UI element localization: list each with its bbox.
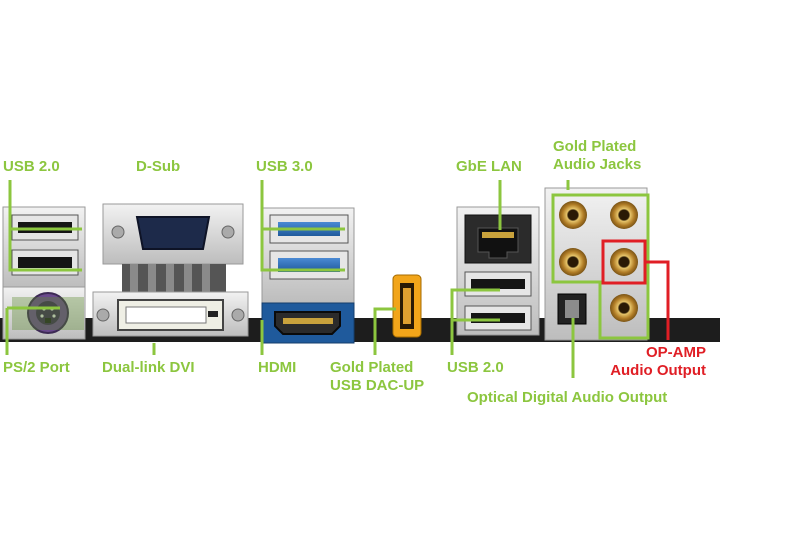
label-op-amp-output: OP-AMP Audio Output — [594, 344, 706, 380]
label-usb-dac-up-line2: USB DAC-UP — [330, 377, 425, 394]
label-usb-dac-up: Gold Plated USB DAC-UP — [330, 359, 424, 395]
ps2-port-icon — [2, 286, 86, 340]
label-usb20-left: USB 2.0 — [3, 158, 60, 175]
callout-lines — [5, 180, 650, 378]
label-hdmi: HDMI — [258, 359, 297, 376]
label-op-amp-line2: Audio Output — [610, 362, 706, 379]
label-ps2-port: PS/2 Port — [3, 359, 70, 376]
usb-port-icon — [2, 206, 86, 288]
label-usb-dac-up-line1: Gold Plated — [330, 359, 414, 376]
usb-port-icon — [464, 271, 532, 331]
usb3-port-icon — [261, 207, 355, 304]
label-d-sub: D-Sub — [136, 158, 181, 175]
op-amp-highlight — [601, 239, 670, 340]
vga-port-icon — [102, 203, 244, 294]
dvi-port-icon — [92, 291, 249, 337]
label-optical-audio-output: Optical Digital Audio Output — [467, 389, 668, 406]
hdmi-port-icon — [261, 302, 355, 344]
label-dual-link-dvi: Dual-link DVI — [102, 359, 195, 376]
label-usb30: USB 3.0 — [256, 158, 313, 175]
optical-port-icon — [557, 293, 587, 325]
label-gold-audio-jacks-line1: Gold Plated — [553, 138, 637, 155]
label-gbe-lan: GbE LAN — [456, 158, 522, 175]
label-gold-audio-jacks-line2: Audio Jacks — [553, 156, 642, 173]
label-usb20-right: USB 2.0 — [447, 359, 504, 376]
label-gold-audio-jacks: Gold Plated Audio Jacks — [553, 138, 641, 174]
usb-dac-up-icon — [392, 274, 422, 338]
label-op-amp-line1: OP-AMP — [646, 344, 706, 361]
